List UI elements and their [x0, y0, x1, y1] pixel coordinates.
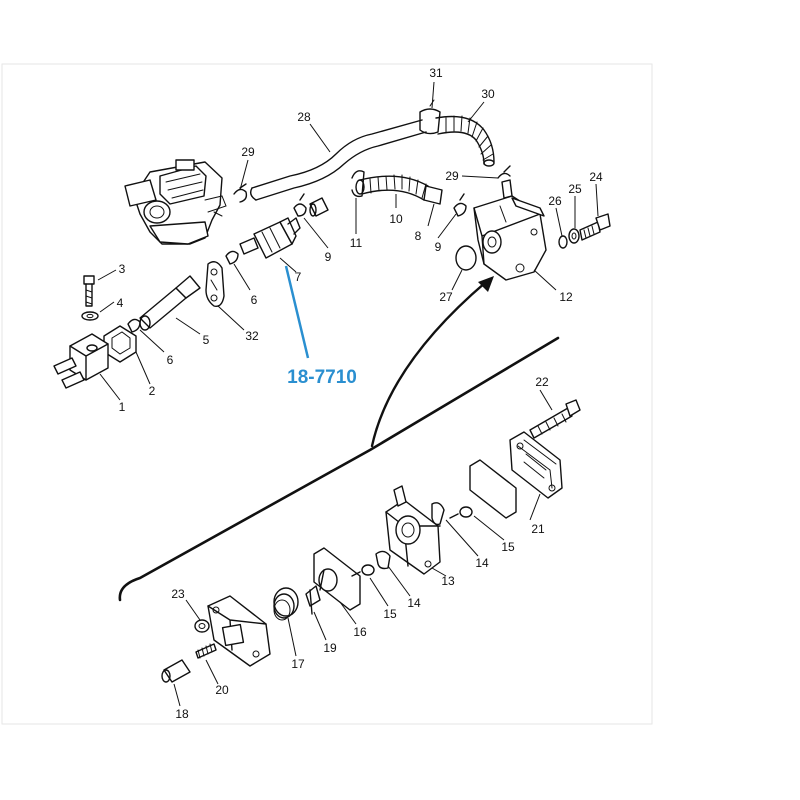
short-hose-segment: [309, 197, 329, 217]
label-25: 25: [568, 182, 582, 196]
label-2: 2: [149, 384, 156, 398]
label-26: 26: [548, 194, 562, 208]
fuel-hose-5: [139, 275, 201, 331]
label-19: 19: [323, 641, 337, 655]
diaphragm-16: [305, 547, 361, 611]
label-14-lower: 14: [407, 596, 421, 610]
label-13: 13: [441, 574, 455, 588]
check-valve-14-lower: [375, 550, 391, 570]
cover-plate-21: [509, 431, 563, 499]
bolt-22: [529, 399, 581, 439]
gasket-32: [205, 261, 225, 307]
label-5: 5: [203, 333, 210, 347]
label-12: 12: [559, 290, 573, 304]
corrugated-hose-10: [355, 174, 443, 205]
label-14-upper: 14: [475, 556, 489, 570]
clip-6-lower: [127, 318, 141, 333]
label-9-left: 9: [325, 250, 332, 264]
washer-25: [568, 228, 580, 244]
clip-29-right: [497, 165, 511, 179]
plunger-18: [161, 659, 191, 683]
diaphragm-plate: [469, 459, 517, 519]
pump-body-13: [385, 485, 441, 575]
check-valve-14-upper: [431, 502, 445, 526]
label-27: 27: [439, 290, 453, 304]
clip-9-left: [293, 193, 307, 217]
o-ring-27: [455, 245, 477, 271]
label-32: 32: [245, 329, 259, 343]
callout-leader: [284, 265, 310, 359]
label-20: 20: [215, 683, 229, 697]
exploded-view-arrow: [370, 276, 494, 448]
label-15-upper: 15: [501, 540, 515, 554]
section-divider: [118, 336, 560, 602]
bolt-24: [579, 213, 611, 241]
hose-clip-11: [351, 170, 365, 198]
label-29-right: 29: [445, 169, 459, 183]
fuel-joint-1: [53, 333, 109, 389]
pump-elbow-fitting: [501, 179, 513, 199]
label-30: 30: [481, 87, 495, 101]
label-6-lower: 6: [167, 353, 174, 367]
spring-17: [273, 587, 299, 621]
page-frame: [1, 63, 653, 725]
label-9-right: 9: [435, 240, 442, 254]
clip-6-upper: [225, 250, 239, 265]
label-31: 31: [429, 66, 443, 80]
clip-29-left: [233, 183, 248, 203]
label-17: 17: [291, 657, 305, 671]
leader-lines: [97, 81, 599, 707]
label-28: 28: [297, 110, 311, 124]
fuel-hose-28: [249, 119, 427, 201]
label-4: 4: [117, 296, 124, 310]
label-22: 22: [535, 375, 549, 389]
label-1: 1: [119, 400, 126, 414]
label-23: 23: [171, 587, 185, 601]
nut-23: [194, 619, 210, 633]
pin-19: [309, 589, 313, 615]
label-16: 16: [353, 625, 367, 639]
label-15-lower: 15: [383, 607, 397, 621]
washer-26: [558, 235, 568, 249]
hose-clip-31: [419, 99, 441, 135]
clip-9-right: [453, 193, 467, 217]
label-7: 7: [295, 270, 302, 284]
pump-base-plate: [207, 595, 271, 667]
label-21: 21: [531, 522, 545, 536]
screw-15-upper: [449, 506, 473, 519]
part-labels: 31 30 28 29 29 24 25 26 10 8 9 11 9 7 6 …: [117, 66, 603, 721]
screw-15-lower: [351, 564, 375, 577]
callout-part-number: 18-7710: [287, 367, 357, 388]
bolt-3: [83, 275, 95, 307]
label-6-upper: 6: [251, 293, 258, 307]
washer-4: [81, 311, 99, 321]
label-18: 18: [175, 707, 189, 721]
label-29-left: 29: [241, 145, 255, 159]
label-8: 8: [415, 229, 422, 243]
corrugated-hose-30: [435, 115, 495, 167]
spring-20: [195, 643, 217, 659]
fuel-pump-12: [473, 195, 547, 281]
label-24: 24: [589, 170, 603, 184]
carburetor-illustration: [124, 159, 227, 245]
label-10: 10: [389, 212, 403, 226]
label-11: 11: [350, 236, 363, 250]
label-3: 3: [119, 262, 126, 276]
fuel-filter-7: [239, 217, 301, 259]
